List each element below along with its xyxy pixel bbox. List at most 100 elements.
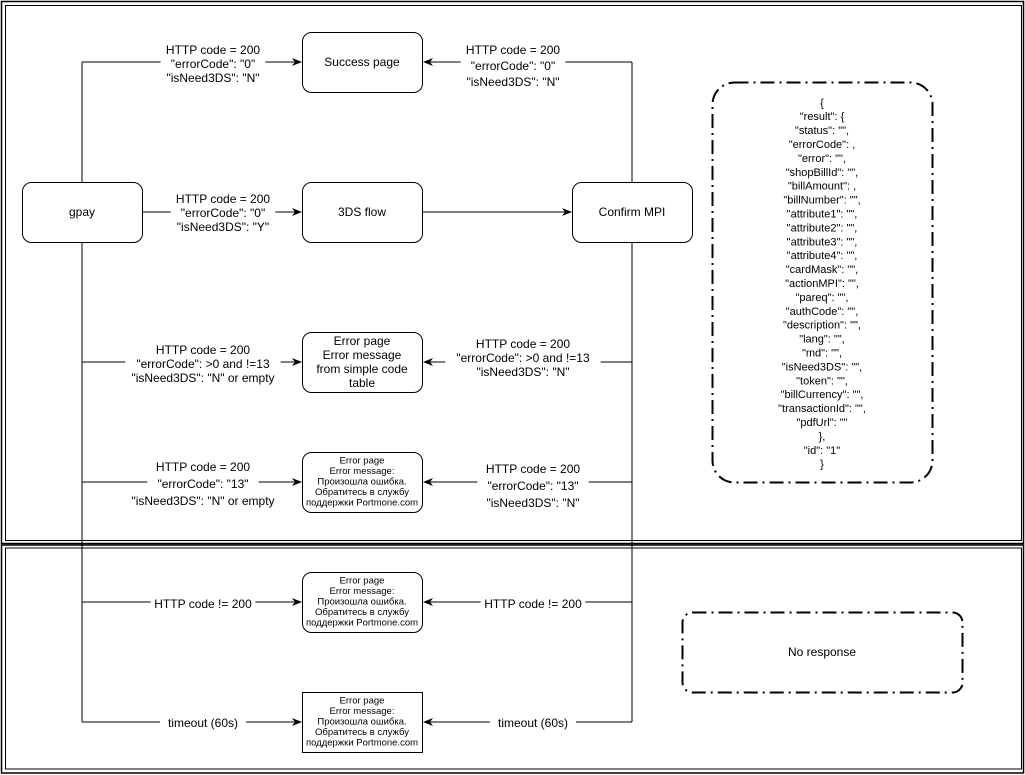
json-note-text-line: "attribute2": "", [787,222,858,234]
node-success-page[interactable] [302,32,423,93]
edge-label-gpay-success: HTTP code = 200"errorCode": "0""isNeed3D… [160,43,266,85]
node-label-error-13-line: Произошла ошибка. [317,477,406,488]
edge-label-confirm-error-13-line: "errorCode": "13" [487,479,578,493]
edge-label-confirm-error-simple-line: "errorCode": >0 and !=13 [456,351,590,365]
json-note-text-line: "authCode": "", [786,306,859,318]
edge-label-gpay-error-13-line: "errorCode": "13" [157,477,248,491]
node-label-confirm-line: Confirm MPI [599,205,666,219]
edge-label-confirm-success-line: "isNeed3DS": "N" [466,75,559,89]
edge-label-gpay-success-bg [163,44,263,57]
edge-label-gpay-error-13-bg [153,459,253,476]
edge-label-confirm-error-http: HTTP code != 200 [480,597,586,611]
node-label-no-response: No response [788,645,856,659]
node-gpay[interactable] [22,182,143,243]
edge-label-gpay-success-line: "errorCode": "0" [171,57,255,71]
node-label-error-timeout-line: Error message: [330,706,395,717]
json-note-text-line: "error": "", [798,153,846,165]
edge-label-gpay-threeds-line: "errorCode": "0" [181,206,265,220]
json-note-text-line: "attribute1": "", [787,209,858,221]
node-label-error-13-line: Error message: [330,466,395,477]
edge-label-gpay-error-simple-line: HTTP code = 200 [156,343,250,357]
node-3ds-flow[interactable] [302,182,423,243]
node-label-error-13-line: Error page [340,456,385,467]
node-label-error-http-line: Error page [340,576,385,587]
edge-label-gpay-error-http-bg [150,598,256,611]
edge-label-confirm-error-simple-bg [445,352,601,365]
edge-label-gpay-error-timeout-line: timeout (60s) [168,716,238,730]
edge-label-confirm-error-13: HTTP code = 200"errorCode": "13""isNeed3… [477,461,589,512]
json-note-text-line: "billCurrency": "", [781,389,864,401]
json-note-text-line: "token": "", [796,375,848,387]
node-label-error-http-line: Error message: [330,586,395,597]
node-label-error-timeout-line: Произошла ошибка. [317,717,406,728]
edge-label-gpay-error-timeout: timeout (60s) [160,716,246,730]
edge-label-gpay-error-13-bg [122,493,284,510]
edge-label-gpay-success-line: "isNeed3DS": "N" [166,71,259,85]
node-label-error-http-line: Обратитесь в службу [315,607,409,618]
json-note-text-line: "pareq": "", [796,292,849,304]
edge-label-confirm-error-http-line: HTTP code != 200 [484,597,582,611]
edge-label-gpay-error-simple-bg [125,358,281,371]
json-note-text-line: "result": { [800,111,845,123]
node-no-response[interactable] [681,611,964,694]
json-note-text-line: "isNeed3DS": "", [782,361,862,373]
node-label-gpay: gpay [69,205,95,219]
node-label-confirm: Confirm MPI [599,205,666,219]
edge-label-confirm-error-simple: HTTP code = 200"errorCode": >0 and !=13"… [445,337,601,379]
node-label-error-simple-line: table [349,376,375,390]
edge-label-confirm-success-line: HTTP code = 200 [466,43,560,57]
node-confirm-mpi[interactable] [572,182,693,243]
node-error-timeout[interactable] [302,692,423,753]
edge-label-confirm-success-bg [463,43,563,58]
node-label-error-simple-line: Error message [323,348,402,362]
edge-label-gpay-threeds: HTTP code = 200"errorCode": "0""isNeed3D… [170,192,276,234]
edge-label-confirm-success-bg [460,75,566,90]
edge-label-confirm-success-line: "errorCode": "0" [471,59,555,73]
json-note-text-line: } [820,459,824,471]
node-label-error-timeout-line: Error page [340,696,385,707]
edge-label-gpay-error-simple-bg [153,344,253,357]
edge-label-gpay-success-bg [160,58,266,71]
edge-label-confirm-error-13-line: HTTP code = 200 [486,462,580,476]
edge-label-gpay-error-13-line: HTTP code = 200 [156,460,250,474]
edge-label-gpay-error-http-line: HTTP code != 200 [154,597,252,611]
lower-swimlane [0,544,1025,774]
node-error-http[interactable] [302,572,423,633]
json-note-text-line: "shopBillId": "", [786,167,858,179]
edge-label-gpay-success-line: HTTP code = 200 [166,43,260,57]
json-note-text-line: "description": "", [783,320,861,332]
edge-label-confirm-error-timeout-bg [490,717,576,730]
json-note-text-line: "billAmount": , [788,181,856,193]
edge-label-gpay-threeds-line: HTTP code = 200 [176,192,270,206]
json-note-text-line: "id": "1" [804,445,841,457]
edge-label-confirm-error-13-bg [483,461,583,478]
json-note-text-line: "cardMask": "", [786,264,858,276]
edge-label-gpay-error-13-line: "isNeed3DS": "N" or empty [131,494,274,508]
edge-label-gpay-error-http: HTTP code != 200 [150,597,256,611]
edge-label-confirm-error-simple-bg [470,366,576,379]
json-note-text: {"result": {"status": "","errorCode": ,"… [778,97,866,470]
node-label-success: Success page [324,55,400,69]
edge-label-gpay-success-bg [160,72,266,85]
node-error-simple[interactable] [302,332,423,393]
node-label-error-13-line: поддержки Portmone.com [306,498,418,509]
json-note-text-line: "billNumber": "", [783,195,860,207]
edge-label-confirm-error-13-bg [480,495,586,512]
upper-swimlane-inner [5,5,1022,541]
json-note-text-line: "lang": "", [799,334,845,346]
edge-label-confirm-error-timeout-line: timeout (60s) [498,716,568,730]
lower-swimlane-inner [5,547,1022,770]
edge-label-gpay-threeds-bg [173,193,273,206]
edge-labels: HTTP code = 200"errorCode": "0""isNeed3D… [122,43,601,730]
node-error-13[interactable] [302,452,423,513]
node-label-error-http-line: Произошла ошибка. [317,597,406,608]
edge-label-confirm-error-simple-line: HTTP code = 200 [476,337,570,351]
node-label-error-13-line: Обратитесь в службу [315,487,409,498]
node-json-note[interactable] [711,81,934,484]
edge-label-confirm-error-13-bg [477,478,589,495]
